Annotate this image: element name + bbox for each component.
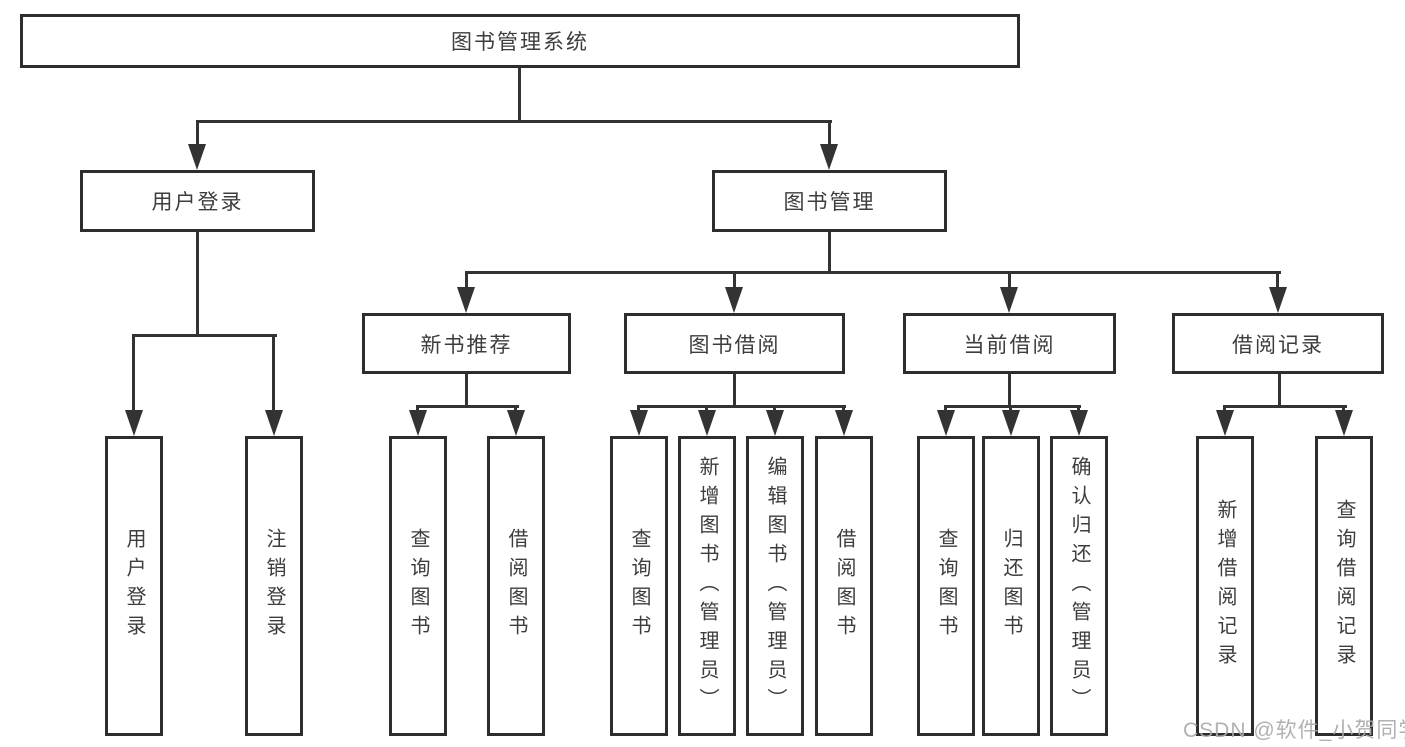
node-new-book-recommend-label: 新书推荐 — [420, 333, 513, 357]
node-book-borrow-label: 图书借阅 — [688, 333, 781, 357]
leaf-add-books-admin-label: 新增图书（管理员） — [696, 455, 718, 717]
leaf-edit-books-admin-label: 编辑图书（管理员） — [764, 455, 786, 717]
node-book-borrow: 图书借阅 — [624, 313, 845, 374]
leaf-return-books-label: 归还图书 — [1000, 528, 1022, 644]
node-user-login-label: 用户登录 — [151, 191, 244, 214]
connector-book-mgmt-stem — [828, 232, 831, 274]
connector-root-rail — [196, 120, 832, 123]
arrowhead-br-query — [1335, 410, 1353, 436]
arrowhead-br-add — [1216, 410, 1234, 436]
leaf-add-borrow-record-label: 新增借阅记录 — [1214, 499, 1236, 673]
leaf-query-borrow-record: 查询借阅记录 — [1315, 436, 1373, 736]
leaf-add-books-admin: 新增图书（管理员） — [678, 436, 736, 736]
arrowhead-bb-add — [698, 410, 716, 436]
connector-book-borrow-stem — [733, 374, 736, 407]
connector-borrow-records-rail — [1223, 405, 1347, 408]
arrowhead-new-book-rec — [457, 287, 475, 313]
connector-new-book-rec-stem — [465, 374, 468, 407]
node-borrow-records: 借阅记录 — [1172, 313, 1384, 374]
leaf-current-query-books-label: 查询图书 — [935, 528, 957, 644]
node-borrow-records-label: 借阅记录 — [1232, 333, 1324, 357]
arrowhead-cb-return — [1002, 410, 1020, 436]
leaf-add-borrow-record: 新增借阅记录 — [1196, 436, 1254, 736]
arrowhead-book-borrow — [725, 287, 743, 313]
arrowhead-leaf-logout — [265, 410, 283, 436]
leaf-edit-books-admin: 编辑图书（管理员） — [746, 436, 804, 736]
leaf-query-borrow-record-label: 查询借阅记录 — [1333, 499, 1355, 673]
arrowhead-nb-borrow — [507, 410, 525, 436]
leaf-borrow-books-label: 借阅图书 — [833, 528, 855, 644]
arrowhead-bb-query — [630, 410, 648, 436]
node-new-book-recommend: 新书推荐 — [362, 313, 571, 374]
arrowhead-cb-query — [937, 410, 955, 436]
node-root-label: 图书管理系统 — [451, 31, 589, 54]
arrowhead-bb-edit — [766, 410, 784, 436]
arrowhead-user-login — [188, 144, 206, 170]
node-current-borrow-label: 当前借阅 — [963, 333, 1056, 357]
arrowhead-book-mgmt — [820, 144, 838, 170]
leaf-logout: 注销登录 — [245, 436, 303, 736]
connector-book-mgmt-rail — [465, 271, 1281, 274]
connector-borrow-records-stem — [1278, 374, 1281, 407]
leaf-return-books: 归还图书 — [982, 436, 1040, 736]
csdn-watermark: CSDN @软件_小贺同学 — [1183, 719, 1405, 742]
leaf-recommend-borrow-books-label: 借阅图书 — [505, 528, 527, 644]
leaf-user-login-label: 用户登录 — [123, 528, 145, 644]
connector-user-login-stem — [196, 232, 199, 336]
leaf-recommend-borrow-books: 借阅图书 — [487, 436, 545, 736]
connector-drop-current-borrow — [1008, 271, 1011, 293]
leaf-confirm-return-admin-label: 确认归还（管理员） — [1068, 455, 1090, 717]
connector-current-borrow-rail — [944, 405, 1081, 408]
arrowhead-bb-borrow — [835, 410, 853, 436]
leaf-recommend-query-books-label: 查询图书 — [407, 528, 429, 644]
connector-drop-book-borrow — [733, 271, 736, 293]
node-user-login: 用户登录 — [80, 170, 315, 232]
connector-drop-new-book-rec — [465, 271, 468, 293]
connector-book-borrow-rail — [637, 405, 846, 408]
leaf-recommend-query-books: 查询图书 — [389, 436, 447, 736]
arrowhead-current-borrow — [1000, 287, 1018, 313]
leaf-confirm-return-admin: 确认归还（管理员） — [1050, 436, 1108, 736]
leaf-borrow-query-books: 查询图书 — [610, 436, 668, 736]
arrowhead-cb-confirm — [1070, 410, 1088, 436]
connector-drop-borrow-records — [1276, 271, 1279, 293]
arrowhead-leaf-login — [125, 410, 143, 436]
leaf-borrow-query-books-label: 查询图书 — [628, 528, 650, 644]
node-current-borrow: 当前借阅 — [903, 313, 1116, 374]
node-book-management-label: 图书管理 — [783, 191, 876, 214]
connector-drop-leaf-login — [132, 334, 135, 414]
connector-drop-user-login — [196, 120, 199, 150]
leaf-current-query-books: 查询图书 — [917, 436, 975, 736]
connector-root-stem — [518, 68, 521, 122]
connector-user-login-rail — [132, 334, 277, 337]
arrowhead-borrow-records — [1269, 287, 1287, 313]
connector-current-borrow-stem — [1008, 374, 1011, 407]
leaf-user-login: 用户登录 — [105, 436, 163, 736]
connector-drop-leaf-logout — [272, 334, 275, 414]
leaf-borrow-books: 借阅图书 — [815, 436, 873, 736]
node-root: 图书管理系统 — [20, 14, 1020, 68]
connector-new-book-rec-rail — [416, 405, 519, 408]
arrowhead-nb-query — [409, 410, 427, 436]
node-book-management: 图书管理 — [712, 170, 947, 232]
connector-drop-book-mgmt — [828, 120, 831, 150]
leaf-logout-label: 注销登录 — [263, 528, 285, 644]
